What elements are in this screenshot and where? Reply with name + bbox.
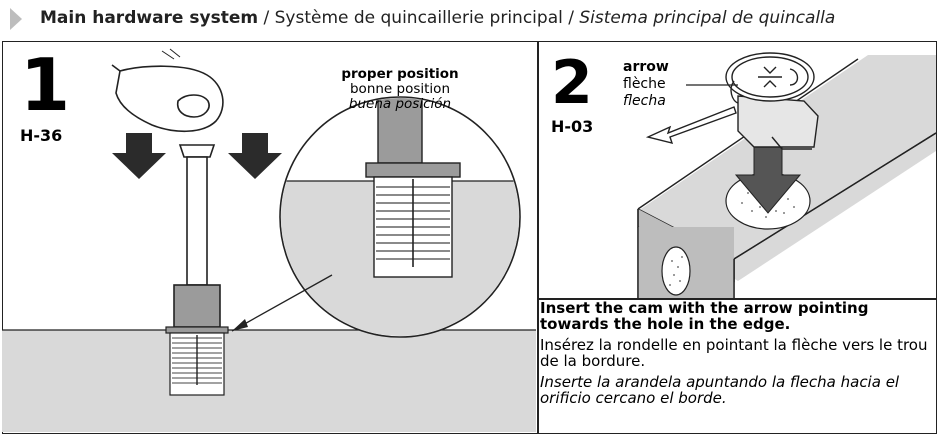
header-title-fr: Système de quincaillerie principal [274, 8, 563, 28]
instruction-divider [538, 298, 936, 300]
detail-pointer-arrow [231, 274, 333, 332]
header-title-en: Main hardware system [40, 8, 259, 28]
arrow-label: arrow flèche flecha [623, 59, 703, 110]
proper-position-es: buena posición [348, 96, 452, 112]
arrow-label-en: arrow [623, 59, 669, 75]
down-arrow-right-icon [228, 133, 282, 179]
instruction-fr: Insérez la rondelle en pointant la flèch… [540, 336, 928, 370]
step-1-code: H-36 [20, 126, 63, 145]
header-sep-1: / [258, 8, 275, 28]
instruction-es: Inserte la arandela apuntando la flecha … [540, 373, 900, 407]
step-2-illustration [637, 52, 936, 299]
arrow-label-fr: flèche [623, 76, 666, 92]
down-arrow-left-icon [112, 133, 166, 179]
step-1-illustration [2, 48, 536, 432]
arrow-label-es: flecha [623, 93, 666, 109]
header-title-es: Sistema principal de quincalla [579, 8, 836, 28]
step-2-instructions: Insert the cam with the arrow pointing t… [540, 300, 930, 406]
direction-arrow-icon [645, 106, 737, 144]
page-header: Main hardware system / Système de quinca… [0, 0, 940, 38]
step-1-panel: 1 H-36 proper position bonne position bu… [2, 41, 536, 432]
cam-fitting-icon [725, 52, 819, 150]
dowel-icon [165, 326, 229, 396]
header-sep-2: / [562, 8, 580, 28]
edge-hole-icon [661, 246, 691, 296]
step-1-number: 1 [20, 43, 71, 127]
proper-position-label: proper position bonne position buena pos… [320, 67, 480, 112]
insertion-tool-icon [173, 144, 221, 328]
instruction-en: Insert the cam with the arrow pointing t… [540, 299, 869, 333]
proper-position-en: proper position [341, 66, 459, 82]
header-marker-icon [10, 8, 22, 30]
panel-surface [2, 330, 536, 432]
header-title: Main hardware system / Système de quinca… [40, 8, 835, 28]
panel-divider [537, 41, 539, 434]
finger-icon [111, 48, 224, 133]
zoom-detail-circle [279, 96, 521, 338]
proper-position-fr: bonne position [349, 81, 450, 97]
step-2-code: H-03 [551, 117, 594, 136]
step-2-panel: 2 H-03 arrow flèche flecha [538, 41, 936, 432]
step-2-number: 2 [551, 48, 593, 118]
